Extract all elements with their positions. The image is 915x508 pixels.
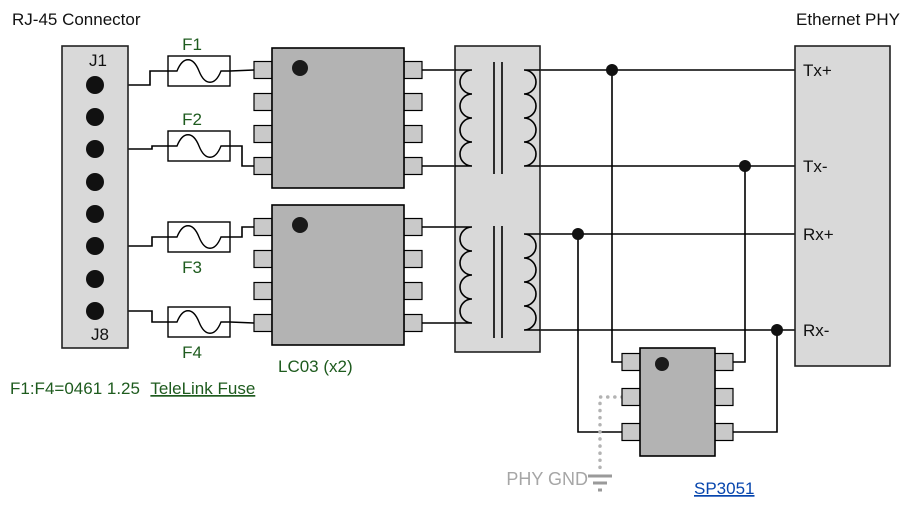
- phy-gnd-label: PHY GND: [506, 469, 588, 489]
- signal-wires: [128, 69, 795, 433]
- fuse-f4: [167, 306, 231, 338]
- fuse-f2: [167, 130, 231, 162]
- ethernet-phy-body: [794, 45, 891, 367]
- lc03-chip-2: [253, 204, 423, 346]
- rj45-pin: [86, 76, 104, 94]
- ethernet-phy: Tx+ Tx- Rx+ Rx-: [794, 45, 891, 367]
- rj45-connector: J1 J8: [61, 45, 129, 349]
- rj45-pin: [86, 237, 104, 255]
- junction-dot: [572, 228, 584, 240]
- phy-pin-label-txm: Tx-: [803, 157, 828, 176]
- sp3051-chip: [621, 347, 734, 457]
- transformer-windings: [455, 62, 540, 338]
- rj45-pin: [86, 108, 104, 126]
- rj45-pin: [86, 140, 104, 158]
- fuse-f4-label: F4: [182, 343, 202, 362]
- rj45-pin: [86, 173, 104, 191]
- telelink-fuse-link[interactable]: TeleLink Fuse: [150, 379, 255, 398]
- fuse-f3: [167, 221, 231, 253]
- fuse-note-text: F1:F4=0461 1.25: [10, 379, 140, 398]
- junction-dot: [739, 160, 751, 172]
- rj45-pin: [86, 270, 104, 288]
- phy-pin-label-txp: Tx+: [803, 61, 832, 80]
- phy-pin-label-rxp: Rx+: [803, 225, 834, 244]
- junction-dot: [771, 324, 783, 336]
- transformer: [454, 45, 541, 353]
- j8-pin-label: J8: [91, 325, 109, 344]
- fuse-f1-label: F1: [182, 35, 202, 54]
- junction-dot: [606, 64, 618, 76]
- fuse-f3-label: F3: [182, 258, 202, 277]
- ground-symbol-icon: [588, 474, 612, 492]
- lc03-chip-1: [253, 47, 423, 189]
- ethernet-phy-title: Ethernet PHY: [796, 10, 900, 29]
- rj45-pin: [86, 302, 104, 320]
- fuse-f2-label: F2: [182, 110, 202, 129]
- j1-pin-label: J1: [89, 51, 107, 70]
- rj45-body: [61, 45, 129, 349]
- rj45-pin: [86, 205, 104, 223]
- lc03-label: LC03 (x2): [278, 357, 353, 376]
- rj45-title: RJ-45 Connector: [12, 10, 141, 29]
- phy-pin-label-rxm: Rx-: [803, 321, 829, 340]
- fuse-note: F1:F4=0461 1.25 TeleLink Fuse: [10, 379, 255, 398]
- transformer-body: [454, 45, 541, 353]
- sp3051-link[interactable]: SP3051: [694, 479, 755, 498]
- fuse-f1: [167, 55, 231, 87]
- phy-gnd-dotted-wire: [598, 395, 624, 472]
